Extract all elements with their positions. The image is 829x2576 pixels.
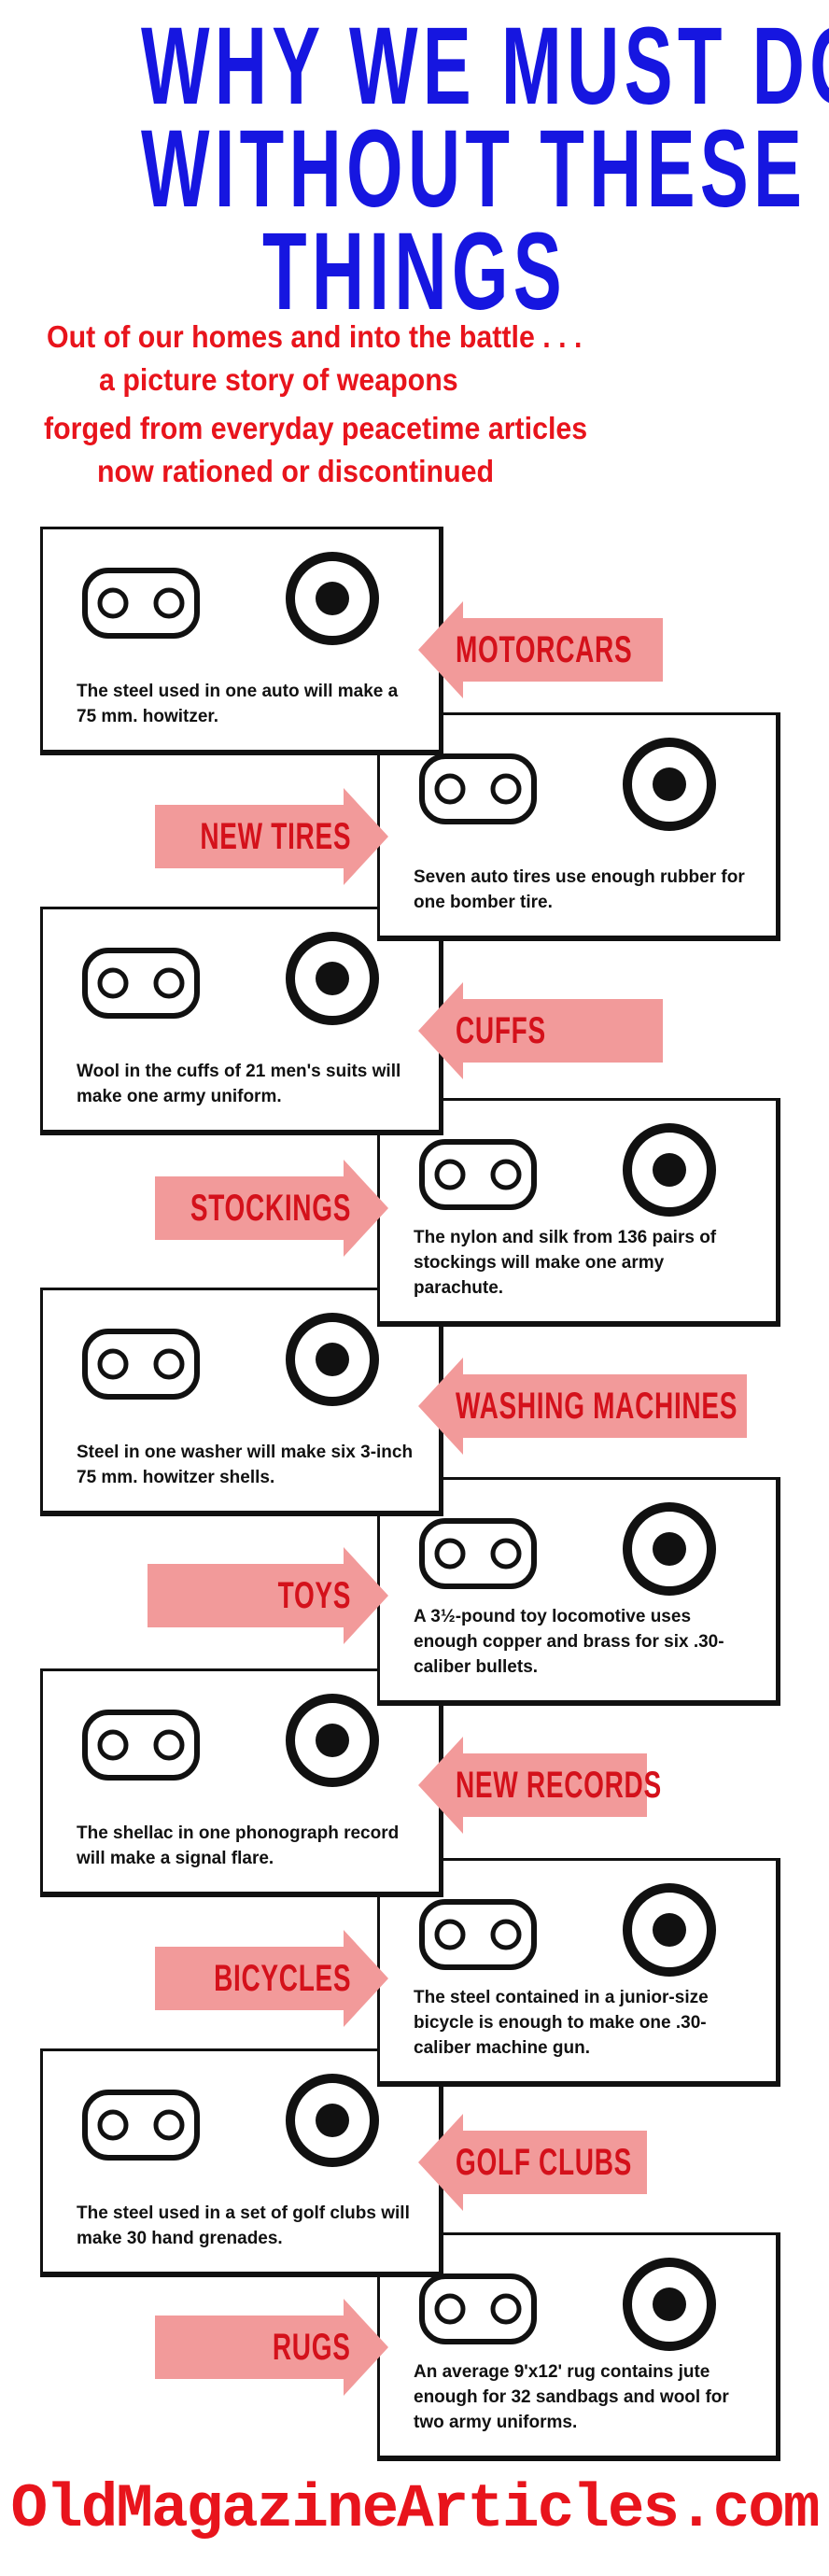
- panel-rugs: An average 9'x12' rug contains jute enou…: [377, 2232, 780, 2461]
- panel-bicycles: The steel contained in a junior-size bic…: [377, 1858, 780, 2087]
- panel-caption: The steel contained in a junior-size bic…: [414, 1988, 709, 2058]
- arrow-text: GOLF CLUBS: [456, 2142, 632, 2183]
- subtitle-line-1: Out of our homes and into the battle . .…: [47, 319, 583, 354]
- panel-cuffs: Wool in the cuffs of 21 men's suits will…: [40, 907, 443, 1135]
- illustration: [399, 1874, 763, 1995]
- arrow-text: MOTORCARS: [456, 629, 633, 670]
- arrow-text: WASHING MACHINES: [456, 1386, 738, 1427]
- title-line-2: WITHOUT THESE: [140, 107, 808, 231]
- howitzer-icon: [258, 542, 407, 659]
- panel-caption: Wool in the cuffs of 21 men's suits will…: [77, 1062, 401, 1106]
- illustration: [62, 542, 426, 664]
- arrow-label-new-records: NEW RECORDS: [418, 1737, 661, 1834]
- arrow-text: BICYCLES: [213, 1958, 351, 1999]
- arrow-label-bicycles: BICYCLES: [155, 1930, 388, 2027]
- bullets-icon: [595, 1493, 744, 1610]
- panel-caption: Steel in one washer will make six 3-inch…: [77, 1443, 414, 1487]
- parachute-icon: [595, 1114, 744, 1231]
- panel-caption: The nylon and silk from 136 pairs of sto…: [414, 1228, 717, 1298]
- panel-toys: A 3½-pound toy locomotive uses enough co…: [377, 1477, 780, 1706]
- grenades-icon: [258, 2064, 407, 2181]
- panel-caption: The steel used in a set of golf clubs wi…: [77, 2203, 410, 2248]
- stocking-icon: [408, 1114, 557, 1231]
- panel-new-tires: Seven auto tires use enough rubber for o…: [377, 712, 780, 941]
- illustration: [399, 2248, 763, 2370]
- arrow-text: TOYS: [277, 1575, 351, 1616]
- title-line-1: WHY WE MUST DO: [140, 5, 829, 128]
- subtitle-line-3: forged from everyday peacetime articles: [44, 411, 588, 445]
- illustration: [399, 728, 763, 850]
- panel-stockings: The nylon and silk from 136 pairs of sto…: [377, 1098, 780, 1327]
- machine-gun-icon: [595, 1874, 744, 1991]
- panel-caption: An average 9'x12' rug contains jute enou…: [414, 2362, 729, 2432]
- illustration: [399, 1114, 763, 1235]
- panel-caption: The shellac in one phonograph record wil…: [77, 1823, 400, 1868]
- arrow-label-golf-clubs: GOLF CLUBS: [418, 2114, 647, 2211]
- car-icon: [71, 542, 220, 659]
- arrow-text: STOCKINGS: [190, 1188, 351, 1229]
- signal-flare-icon: [258, 1684, 407, 1801]
- trouser-cuffs-icon: [71, 922, 220, 1039]
- bicycle-icon: [408, 1874, 557, 1991]
- subtitle-line-2: a picture story of weapons: [99, 362, 458, 397]
- panel-caption: A 3½-pound toy locomotive uses enough co…: [414, 1607, 724, 1677]
- panel-new-records: The shellac in one phonograph record wil…: [40, 1668, 443, 1897]
- arrow-label-toys: TOYS: [148, 1547, 388, 1644]
- panel-washing-machines: Steel in one washer will make six 3-inch…: [40, 1288, 443, 1516]
- illustration: [62, 1303, 426, 1425]
- footer-watermark: OldMagazineArticles.com: [10, 2474, 821, 2544]
- arrow-text: NEW RECORDS: [456, 1765, 662, 1806]
- illustration: [399, 1493, 763, 1614]
- phonograph-icon: [71, 1684, 220, 1801]
- arrow-label-rugs: RUGS: [155, 2299, 388, 2396]
- rug-icon: [408, 2248, 557, 2365]
- bomber-tire-icon: [595, 728, 744, 845]
- tire-stack-icon: [408, 728, 557, 845]
- illustration: [62, 1684, 426, 1806]
- illustration: [62, 2064, 426, 2186]
- panel-golf-clubs: The steel used in a set of golf clubs wi…: [40, 2048, 443, 2277]
- arrow-text: RUGS: [273, 2327, 351, 2368]
- arrow-label-new-tires: NEW TIRES: [155, 788, 388, 885]
- subtitle-line-4: now rationed or discontinued: [97, 454, 495, 488]
- panel-motorcars: The steel used in one auto will make a 7…: [40, 527, 443, 755]
- arrow-label-cuffs: CUFFS: [418, 982, 663, 1079]
- sandbags-icon: [595, 2248, 744, 2365]
- arrow-text: CUFFS: [456, 1010, 546, 1051]
- arrow-text: NEW TIRES: [200, 816, 351, 857]
- washing-machine-icon: [71, 1303, 220, 1420]
- panel-caption: Seven auto tires use enough rubber for o…: [414, 867, 745, 912]
- arrow-label-washing-machines: WASHING MACHINES: [418, 1358, 747, 1455]
- soldier-uniform-icon: [258, 922, 407, 1039]
- arrow-label-stockings: STOCKINGS: [155, 1160, 388, 1257]
- toy-locomotive-icon: [408, 1493, 557, 1610]
- golf-clubs-icon: [71, 2064, 220, 2181]
- title-line-3: THINGS: [262, 210, 567, 333]
- illustration: [62, 922, 426, 1044]
- panel-caption: The steel used in one auto will make a 7…: [77, 682, 399, 726]
- shells-icon: [258, 1303, 407, 1420]
- arrow-label-motorcars: MOTORCARS: [418, 601, 663, 698]
